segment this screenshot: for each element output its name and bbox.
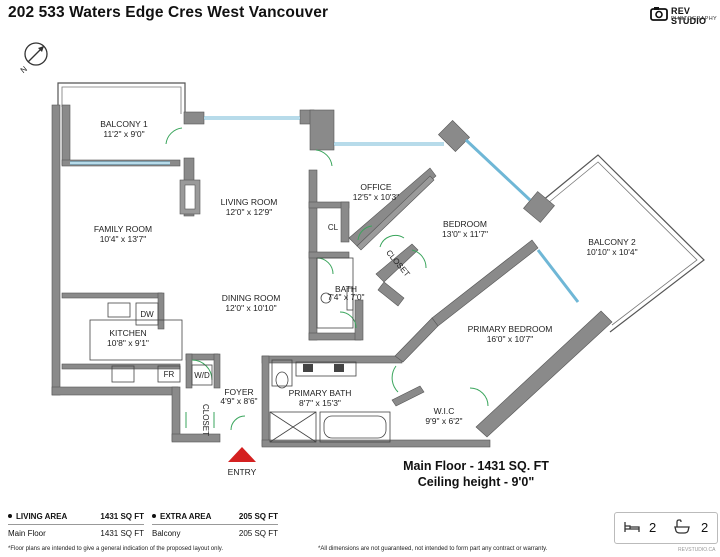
floor-plan: N: [19, 42, 705, 477]
footer-credit: REVSTUDIO.CA: [678, 547, 716, 553]
bathroom-count: 2: [701, 520, 709, 535]
brand-logo: REV STUDIO PHOTOGRAPHY: [650, 4, 717, 26]
room-name-primary-bath: PRIMARY BATH: [289, 388, 352, 398]
footer-disclaimer-right: *All dimensions are not guaranteed, not …: [318, 546, 548, 552]
compass-icon: N: [19, 42, 48, 75]
room-name-family-room: FAMILY ROOM: [94, 224, 152, 234]
living-area-row-value: 1431 SQ FT: [100, 528, 144, 538]
bath-fixtures: [269, 257, 391, 443]
extra-area-row-label: Balcony: [152, 528, 181, 538]
closet-label-foyer: CLOSET: [201, 404, 210, 436]
bedroom-count: 2: [649, 520, 657, 535]
room-name-primary-bedroom: PRIMARY BEDROOM: [468, 324, 553, 334]
camera-icon: [650, 7, 668, 21]
room-name-kitchen: KITCHEN: [109, 328, 146, 338]
room-name-dining-room: DINING ROOM: [222, 293, 281, 303]
dishwasher-label: DW: [140, 310, 154, 319]
room-size-primary-bedroom: 16'0" x 10'7": [487, 334, 534, 344]
floor-summary: Main Floor - 1431 SQ. FT Ceiling height …: [356, 458, 596, 490]
footer-disclaimer-left: *Floor plans are intended to give a gene…: [8, 546, 224, 552]
bed-icon: [624, 522, 640, 532]
extra-area-row-value: 205 SQ FT: [238, 528, 278, 538]
kitchen-fixtures: [89, 302, 213, 386]
bathtub-icon: [674, 519, 690, 534]
room-name-balcony-2: BALCONY 2: [588, 237, 636, 247]
room-name-bedroom: BEDROOM: [443, 219, 487, 229]
room-name-bath: BATH: [335, 284, 357, 294]
room-name-office: OFFICE: [360, 182, 391, 192]
extra-area-header: EXTRA AREA: [160, 512, 212, 521]
living-area-header-value: 1431 SQ FT: [100, 512, 144, 521]
brand-name: REV STUDIO: [671, 6, 707, 26]
page-title: 202 533 Waters Edge Cres West Vancouver: [8, 4, 329, 21]
room-size-family-room: 10'4" x 13'7": [100, 234, 147, 244]
room-name-living-room: LIVING ROOM: [221, 197, 278, 207]
room-name-foyer: FOYER: [224, 387, 253, 397]
room-size-wic: 9'9" x 6'2": [425, 416, 462, 426]
living-area-row-label: Main Floor: [8, 528, 46, 538]
living-area-table: LIVING AREA 1431 SQ FT Main Floor 1431 S…: [8, 509, 144, 543]
brand-subtitle: PHOTOGRAPHY: [671, 16, 717, 22]
room-size-foyer: 4'9" x 8'6": [220, 396, 257, 406]
extra-area-header-value: 205 SQ FT: [238, 512, 278, 521]
room-size-office: 12'5" x 10'3": [353, 192, 400, 202]
room-size-living-room: 12'0" x 12'9": [226, 207, 273, 217]
room-counts: 2 2: [614, 512, 718, 544]
room-size-kitchen: 10'8" x 9'1": [107, 338, 149, 348]
closet-label-office: CL: [328, 223, 339, 232]
room-size-dining-room: 12'0" x 10'10": [225, 303, 276, 313]
room-size-balcony-1: 11'2" x 9'0": [103, 129, 144, 139]
room-name-balcony-1: BALCONY 1: [100, 119, 148, 129]
room-name-wic: W.I.C: [434, 406, 455, 416]
room-size-bedroom: 13'0" x 11'7": [442, 229, 488, 239]
floor-area-line: Main Floor - 1431 SQ. FT: [403, 459, 549, 473]
fridge-label: FR: [164, 370, 175, 379]
compass-label: N: [19, 64, 29, 75]
room-size-bath: 7'4" x 7'0": [327, 292, 364, 302]
living-area-header: LIVING AREA: [16, 512, 68, 521]
entry-arrow-icon: [228, 447, 256, 462]
extra-area-table: EXTRA AREA 205 SQ FT Balcony 205 SQ FT: [152, 509, 278, 543]
ceiling-height-line: Ceiling height - 9'0": [417, 475, 535, 489]
room-size-balcony-2: 10'10" x 10'4": [586, 247, 637, 257]
entry-label: ENTRY: [228, 467, 257, 477]
room-size-primary-bath: 8'7" x 15'3": [299, 398, 341, 408]
washer-dryer-label: W/D: [194, 371, 210, 380]
